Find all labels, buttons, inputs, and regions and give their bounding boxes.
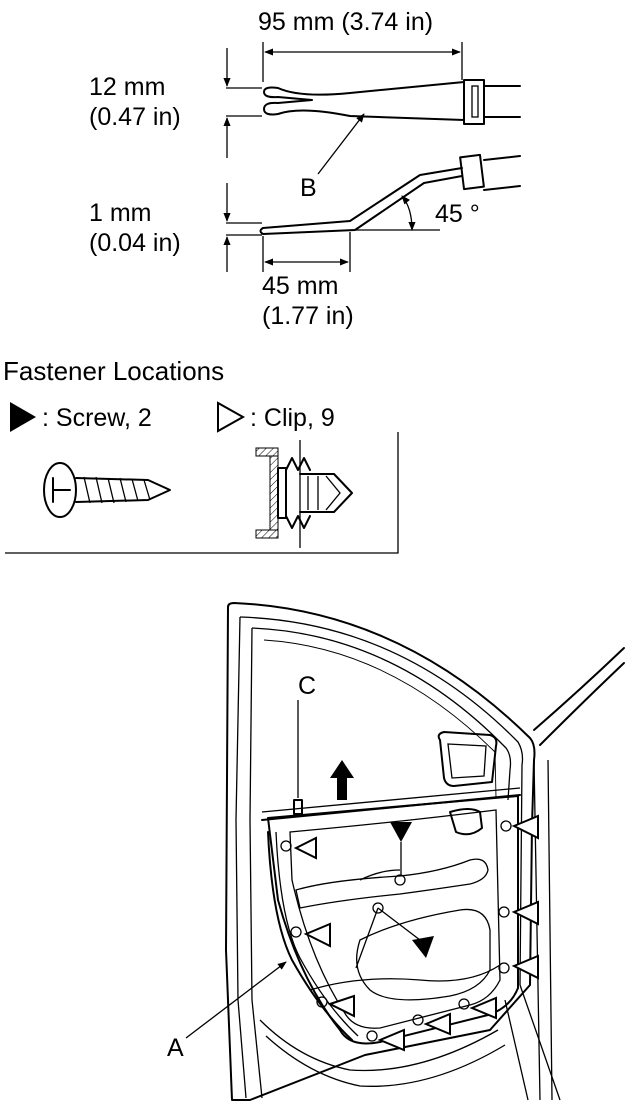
clip-marker-icon (327, 994, 355, 1018)
bend-angle-label: 45 ° (435, 200, 480, 228)
dimension-length: 95 mm (3.74 in) (258, 8, 463, 82)
clip-marker-icon (293, 836, 317, 860)
clip-marker-icon (511, 954, 539, 980)
callout-c-label: C (298, 672, 316, 700)
clip-marker-icon (511, 900, 539, 926)
legend-title: Fastener Locations (3, 356, 224, 386)
clip-marker-group (293, 814, 539, 1052)
length-label: 95 mm (3.74 in) (258, 8, 433, 36)
fork-width-mm-label: 12 mm (89, 73, 165, 101)
callout-a-label: A (167, 1034, 184, 1062)
callout-b-label: B (300, 174, 317, 202)
fork-width-in-label: (0.47 in) (89, 103, 181, 131)
dimension-flat-length: 45 mm (1.77 in) (262, 232, 354, 330)
clip-symbol-icon (217, 401, 246, 433)
tip-thickness-in-label: (0.04 in) (89, 229, 181, 257)
clip-marker-icon (377, 1028, 405, 1052)
fastener-legend: Fastener Locations : Screw, 2 : Clip, 9 (3, 356, 399, 554)
screw-marker-icon (390, 822, 412, 842)
pull-up-arrow-icon (330, 760, 354, 800)
flat-length-mm-label: 45 mm (262, 272, 338, 300)
tool-top-view (263, 79, 521, 125)
clip-c (293, 799, 303, 815)
clip-marker-icon (423, 1012, 451, 1036)
screw-illustration (43, 462, 171, 518)
clip-marker-icon (511, 814, 539, 840)
flat-length-in-label: (1.77 in) (262, 302, 354, 330)
dimension-bend-angle: 45 ° (352, 195, 480, 231)
clip-marker-icon (303, 922, 331, 948)
clip-label: : Clip, 9 (250, 404, 335, 432)
tip-thickness-mm-label: 1 mm (89, 199, 152, 227)
clip-marker-icon (469, 996, 497, 1020)
trim-tool-a (267, 831, 353, 1041)
screw-label: : Screw, 2 (42, 404, 152, 432)
clip-dots (280, 820, 512, 1042)
dimension-fork-width: 12 mm (0.47 in) (89, 48, 262, 158)
trim-tool-drawing: 95 mm (3.74 in) 12 mm (0.47 in) 1 mm (0.… (89, 8, 521, 330)
dimension-tip-thickness: 1 mm (0.04 in) (89, 183, 262, 272)
screw-marker-icon (412, 936, 434, 958)
tool-side-view (259, 153, 521, 235)
screw-symbol-icon (10, 402, 36, 432)
door-illustration: A C (167, 602, 625, 1101)
callout-b: B (300, 113, 365, 202)
clip-illustration (255, 440, 353, 548)
